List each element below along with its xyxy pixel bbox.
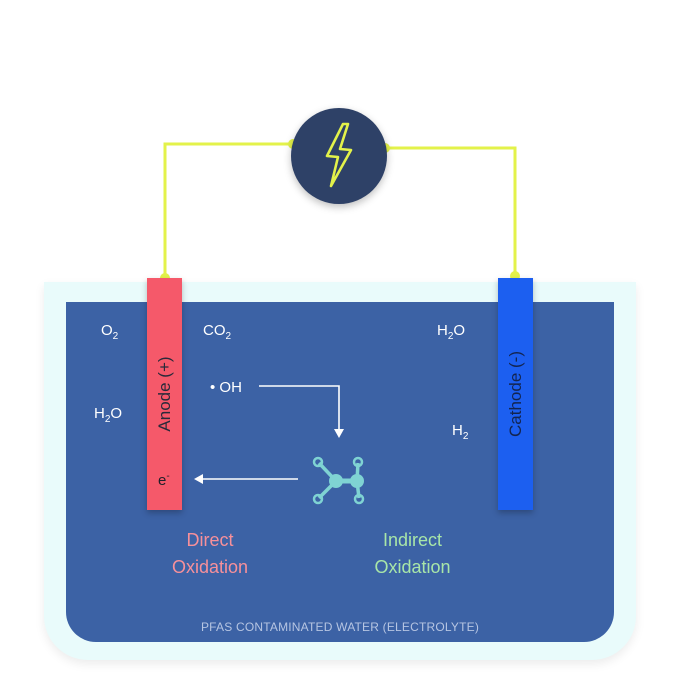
h2o-anode-formula: H2O (94, 405, 123, 425)
h2o-cathode-formula: H2O (437, 322, 466, 342)
h2-formula: H2 (452, 422, 469, 442)
cathode-electrode: Cathode (-) (498, 278, 533, 510)
electron-arrow (194, 474, 298, 484)
indirect-oxidation-label: Indirect Oxidation (350, 527, 475, 581)
indirect-oxidation-line-1: Indirect (382, 530, 443, 550)
o2-formula: O2 (101, 322, 119, 342)
electron-label: e- (158, 471, 170, 489)
pfas-molecule-icon (312, 456, 365, 505)
hydroxyl-radical: • OH (210, 379, 242, 396)
electrolyte-label: PFAS CONTAMINATED WATER (ELECTROLYTE) (200, 620, 480, 634)
co2-formula: CO2 (203, 322, 232, 342)
radical-arrow (259, 385, 344, 438)
indirect-oxidation-line-2: Oxidation (374, 557, 451, 577)
direct-oxidation-line-1: Direct (186, 530, 234, 550)
direct-oxidation-line-2: Oxidation (171, 557, 249, 577)
lightning-bolt-icon (325, 122, 353, 188)
direct-oxidation-label: Direct Oxidation (150, 527, 270, 581)
power-source (291, 108, 387, 204)
anode-electrode: Anode (+) (147, 278, 182, 510)
